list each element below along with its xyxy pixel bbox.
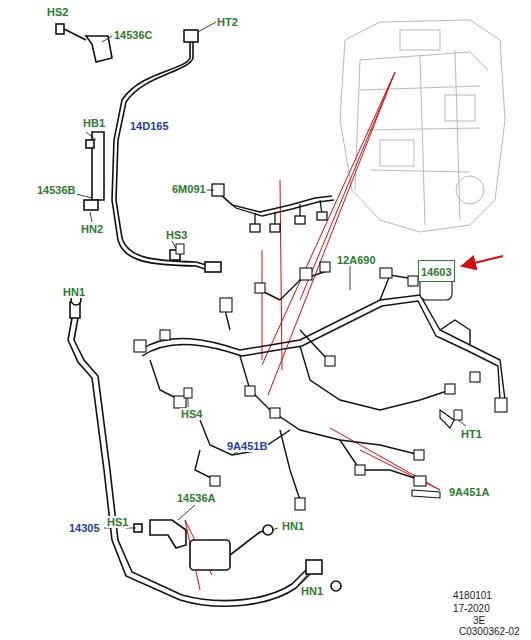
drawing-reference: 4180101 — [452, 590, 493, 601]
harness-12A690 — [140, 270, 505, 500]
cable-14D165 — [56, 24, 221, 272]
part-number-box: 14603 — [418, 260, 455, 282]
callout-number: 9A451A — [448, 486, 490, 498]
engine-sketch — [340, 20, 505, 232]
callout-number: HS4 — [180, 408, 203, 420]
callout-number: HN1 — [62, 286, 86, 298]
callout-number: HN1 — [300, 585, 324, 597]
callout-number: HB1 — [82, 117, 106, 129]
callout-number: HT1 — [460, 428, 483, 440]
callout-number: 14D165 — [129, 120, 170, 132]
callout-number: 12A690 — [336, 254, 377, 266]
callout-number: HS1 — [106, 516, 129, 528]
callout-number: 14536C — [113, 29, 154, 41]
location-leaders — [185, 72, 440, 590]
label-leaders — [74, 22, 466, 585]
callout-number: 9A451B — [226, 440, 268, 452]
callout-number: 6M091 — [171, 183, 207, 195]
callout-number: HN1 — [281, 520, 305, 532]
pointer-arrow — [462, 256, 503, 266]
part-number: 14603 — [421, 266, 452, 278]
harness-connectors — [134, 262, 507, 510]
drawing-reference: 17-2020 — [452, 603, 491, 614]
cable-14305 — [68, 295, 341, 606]
callout-number: HN2 — [80, 223, 104, 235]
fasteners — [176, 244, 462, 420]
callout-number: 14305 — [68, 522, 101, 534]
harness-6M091 — [212, 184, 334, 232]
callout-number: 14536B — [36, 184, 77, 196]
callout-number: HT2 — [216, 16, 239, 28]
callout-number: HS2 — [46, 6, 69, 18]
callout-number: 14536A — [176, 492, 217, 504]
drawing-reference: C0300362-02 — [458, 626, 521, 637]
drawing-reference: 3E — [472, 615, 486, 626]
callout-number: HS3 — [165, 229, 188, 241]
